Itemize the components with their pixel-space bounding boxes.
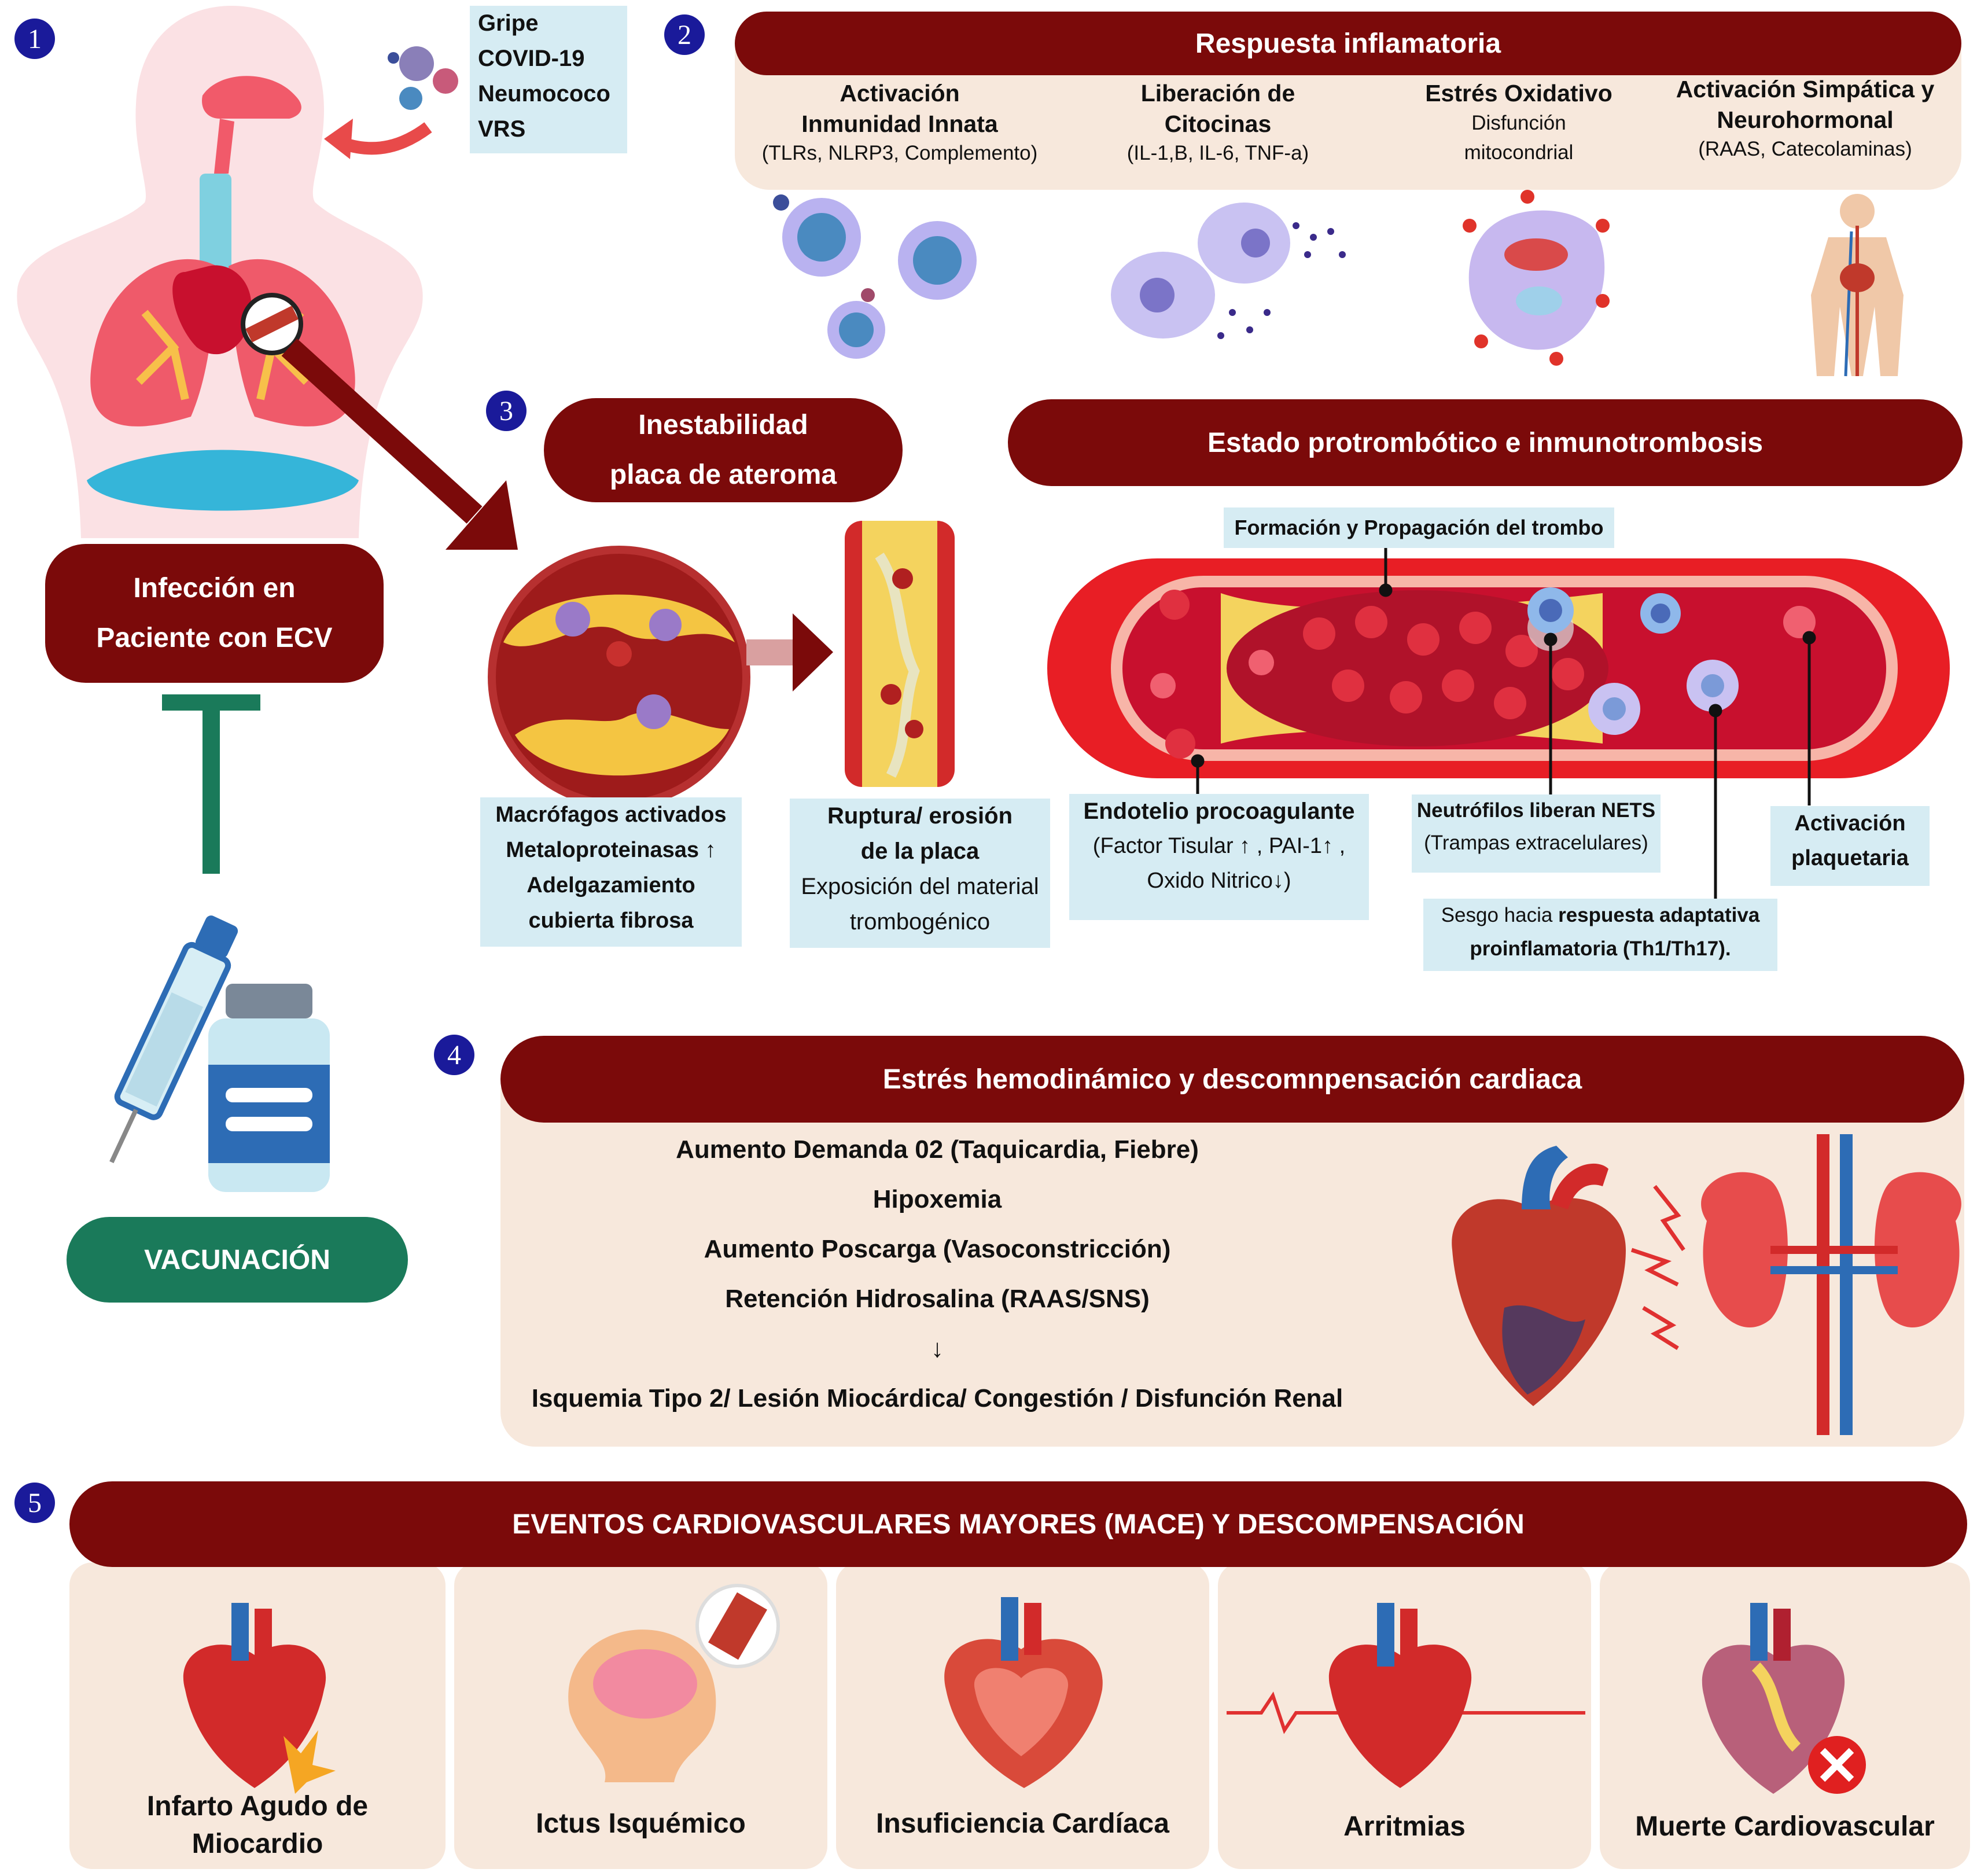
step-number-5: 5 [14,1483,55,1523]
inflammatory-title: Respuesta inflamatoria [735,12,1961,75]
heart-kidney-illustration [1452,1134,1961,1435]
oxidative-cell-illustration [1463,190,1610,366]
plaque-title-line1: Inestabilidad [638,409,808,440]
infection-to-plaque-arrow [281,339,518,550]
pathogen-item: COVID-19 [478,46,585,71]
outcome-label: Ictus Isquémico [536,1808,746,1839]
outcome-card-ischemic-stroke: Ictus Isquémico [454,1562,827,1869]
mechanism-oxidative-stress: Estrés Oxidativo Disfunción mitocondrial [1425,80,1612,164]
plaque-cross-section-illustration [488,546,750,808]
vaccination-label: VACUNACIÓN [67,1217,408,1303]
mace-title: EVENTOS CARDIOVASCULARES MAYORES (MACE) … [69,1481,1967,1567]
neutrophils-box: Neutrófilos liberan NETS (Trampas extrac… [1412,794,1661,873]
mechanism-innate-immunity: Activación Inmunidad Innata (TLRs, NLRP3… [761,80,1038,164]
hemodynamic-item: Hipoxemia [872,1185,1002,1213]
heart-failure-icon [944,1597,1103,1788]
outcome-card-cardiovascular-death: Muerte Cardiovascular [1600,1562,1970,1869]
outcome-card-myocardial-infarction: Infarto Agudo de Miocardio [69,1562,446,1869]
arrhythmia-heart-icon [1227,1603,1585,1788]
adaptive-response-box: Sesgo hacia respuesta adaptativa proinfl… [1423,899,1777,971]
platelet-activation-box: Activación plaquetaria [1770,806,1930,886]
outcome-card-heart-failure: Insuficiencia Cardíaca [836,1562,1209,1869]
vaccine-illustration [109,915,330,1192]
infection-title: Infección en Paciente con ECV [45,544,384,683]
pathogen-item: VRS [478,116,526,142]
thrombus-label: Formación y Propagación del trombo [1224,507,1614,548]
outcome-label: Muerte Cardiovascular [1635,1811,1935,1842]
brain-stroke-icon [568,1584,780,1782]
cytokine-cells-illustration [1111,203,1346,339]
hemodynamic-item: Aumento Demanda 02 (Taquicardia, Fiebre) [676,1135,1199,1164]
ruptured-vessel-illustration [845,521,955,787]
plaque-rupture-box: Ruptura/ erosión de la placa Exposición … [790,799,1050,948]
plaque-title: Inestabilidad placa de ateroma [544,398,903,502]
blood-vessel-thrombus-illustration [1047,558,1950,778]
outcome-label: Infarto Agudo de Miocardio [146,1791,369,1859]
infection-title-line2: Paciente con ECV [96,623,333,653]
hemodynamic-item: Aumento Poscarga (Vasoconstricción) [704,1235,1171,1263]
immune-cells-illustration [773,194,977,359]
mechanism-cytokines: Liberación de Citocinas (IL-1,B, IL-6, T… [1126,80,1309,164]
hemodynamic-outcome: Isquemia Tipo 2/ Lesión Miocárdica/ Cong… [531,1384,1343,1412]
plaque-title-line2: placa de ateroma [609,459,837,490]
step-number-2: 2 [664,14,705,55]
mechanism-sympathetic-activation: Activación Simpática y Neurohormonal (RA… [1676,76,1935,160]
pathogen-item: Neumococo [478,81,610,106]
respiratory-system-illustration [17,6,432,538]
neurohormonal-body-illustration [1811,194,1904,377]
heart-attack-icon [183,1603,336,1794]
failing-heart-icon [1702,1603,1866,1794]
step-number-1: 1 [14,19,55,59]
endothelium-box: Endotelio procoagulante (Factor Tisular … [1069,794,1369,920]
virus-particles-illustration [388,46,458,110]
down-arrow: ↓ [931,1334,944,1363]
hemodynamic-item: Retención Hidrosalina (RAAS/SNS) [725,1285,1150,1313]
step-number-4: 4 [434,1035,474,1075]
macrophage-box: Macrófagos activados Metaloproteinasas ↑… [480,797,742,947]
step-number-3: 3 [486,391,527,431]
pathogen-list: Gripe COVID-19 Neumococo VRS [470,6,627,153]
plaque-to-rupture-arrow [746,613,833,691]
hemodynamic-title: Estrés hemodinámico y descomnpensación c… [500,1036,1964,1123]
outcome-card-arrhythmias: Arritmias [1218,1562,1591,1869]
outcome-label: Insuficiencia Cardíaca [876,1808,1169,1839]
thrombosis-title: Estado protrombótico e inmunotrombosis [1008,399,1963,486]
infection-title-line1: Infección en [133,572,296,604]
thrombosis-callout-lines [1191,548,1816,899]
pathogen-item: Gripe [478,10,539,36]
inhibition-symbol [162,694,260,874]
outcome-label: Arritmias [1343,1811,1466,1842]
